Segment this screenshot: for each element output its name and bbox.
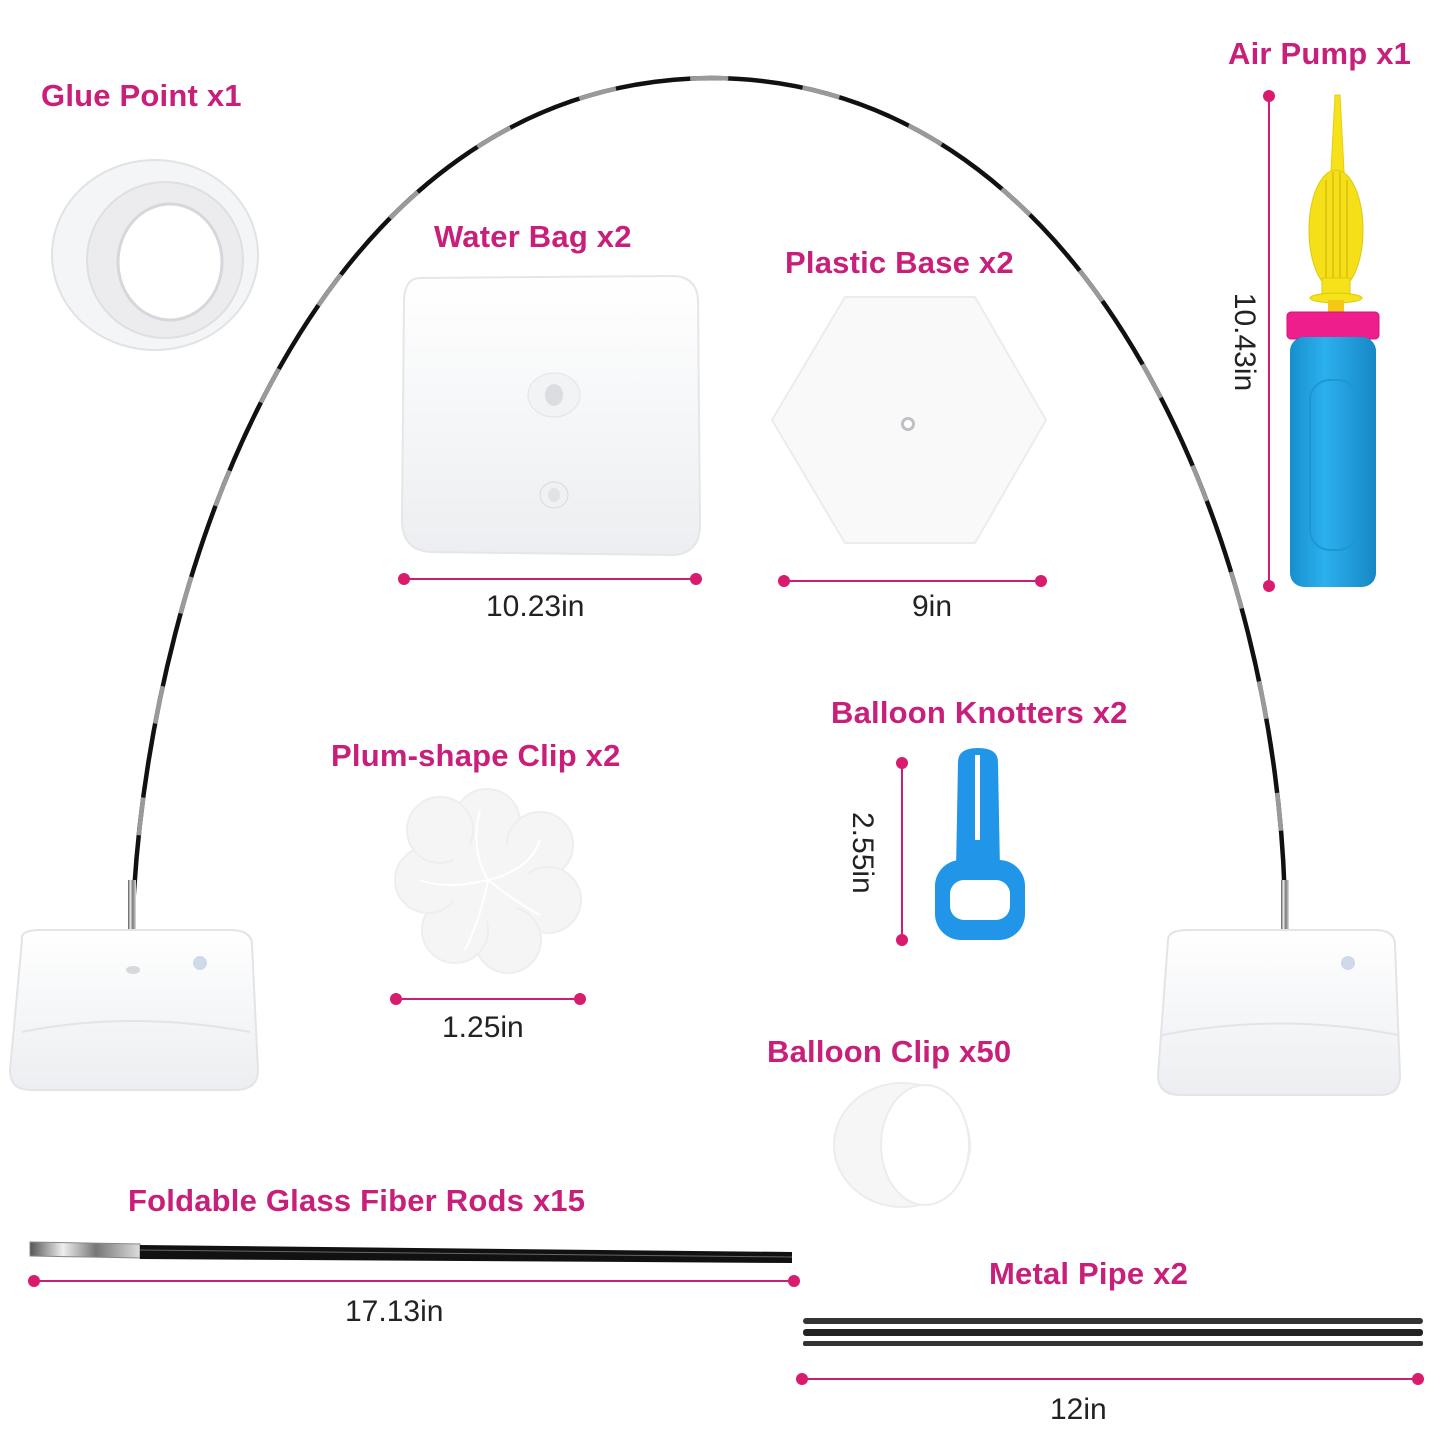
dimension-markers — [28, 90, 1424, 1385]
water-bag-dimension: 10.23in — [486, 590, 585, 623]
water-bag-product-icon — [400, 274, 702, 557]
water-bag-left-icon — [8, 929, 260, 1091]
water-bag-right-icon — [1156, 929, 1402, 1096]
plum-shape-clip-icon — [394, 788, 582, 974]
metal-pipe-label: Metal Pipe x2 — [989, 1256, 1189, 1291]
plum-clip-label: Plum-shape Clip x2 — [331, 738, 621, 773]
plastic-base-product-icon — [770, 296, 1048, 544]
glue-point-roll-icon — [51, 159, 259, 351]
balloon-clip-icon — [833, 1082, 971, 1208]
plum-clip-slots-icon — [419, 809, 541, 951]
balloon-arch-icon — [128, 75, 1289, 970]
plastic-base-dimension: 9in — [912, 590, 953, 623]
metal-pipe-dimension: 12in — [1050, 1393, 1107, 1426]
glass-fiber-rod-dimension: 17.13in — [345, 1295, 444, 1328]
plastic-base-label: Plastic Base x2 — [785, 245, 1014, 280]
glass-fiber-rod-icon — [29, 1241, 793, 1263]
air-pump-dimension: 10.43in — [1228, 292, 1261, 392]
glue-point-label: Glue Point x1 — [41, 78, 242, 113]
glass-fiber-rods-label: Foldable Glass Fiber Rods x15 — [128, 1183, 586, 1218]
knotter-dimension: 2.55in — [846, 812, 879, 894]
balloon-knotters-label: Balloon Knotters x2 — [831, 695, 1128, 730]
balloon-knotter-icon — [935, 748, 1025, 940]
plum-clip-dimension: 1.25in — [442, 1011, 524, 1044]
air-pump-label: Air Pump x1 — [1228, 36, 1412, 71]
balloon-clip-label: Balloon Clip x50 — [767, 1034, 1012, 1069]
metal-pipe-icon — [803, 1318, 1423, 1346]
water-bag-label: Water Bag x2 — [434, 219, 632, 254]
air-pump-icon — [1286, 94, 1380, 587]
